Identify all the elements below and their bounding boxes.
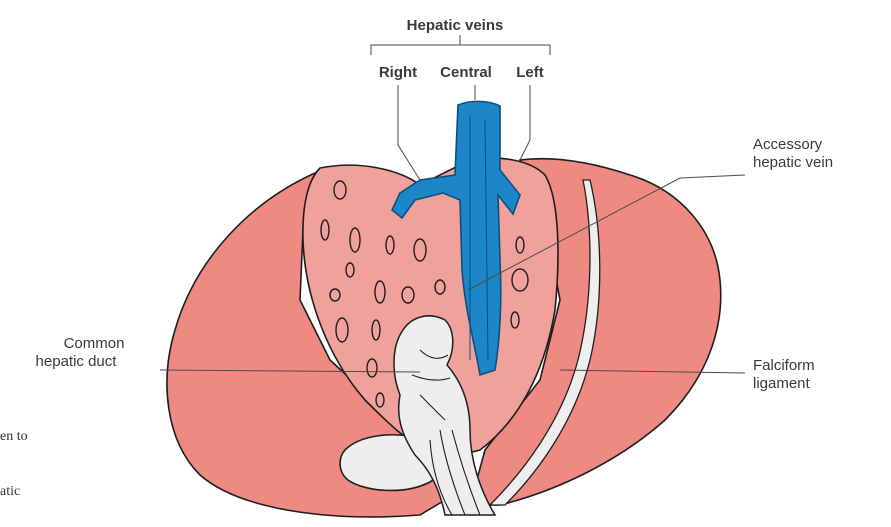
label-accessory-line2: hepatic vein [753, 154, 833, 171]
label-accessory-line1: Accessory [753, 136, 823, 153]
label-left: Left [516, 64, 544, 81]
label-right: Right [379, 64, 417, 81]
label-common-line2: hepatic duct [36, 353, 118, 370]
label-falciform-line2: ligament [753, 375, 811, 392]
cut-off-text-line1: en to [0, 429, 28, 444]
hepatic-veins-bracket [371, 45, 550, 55]
right-leader [398, 85, 420, 180]
label-central: Central [440, 64, 492, 81]
label-hepatic-veins: Hepatic veins [407, 17, 504, 34]
label-falciform-line1: Falciform [753, 357, 815, 374]
label-common-line1: Common [64, 335, 125, 352]
cut-off-text-line2: atic [0, 484, 20, 499]
left-leader [520, 85, 530, 160]
